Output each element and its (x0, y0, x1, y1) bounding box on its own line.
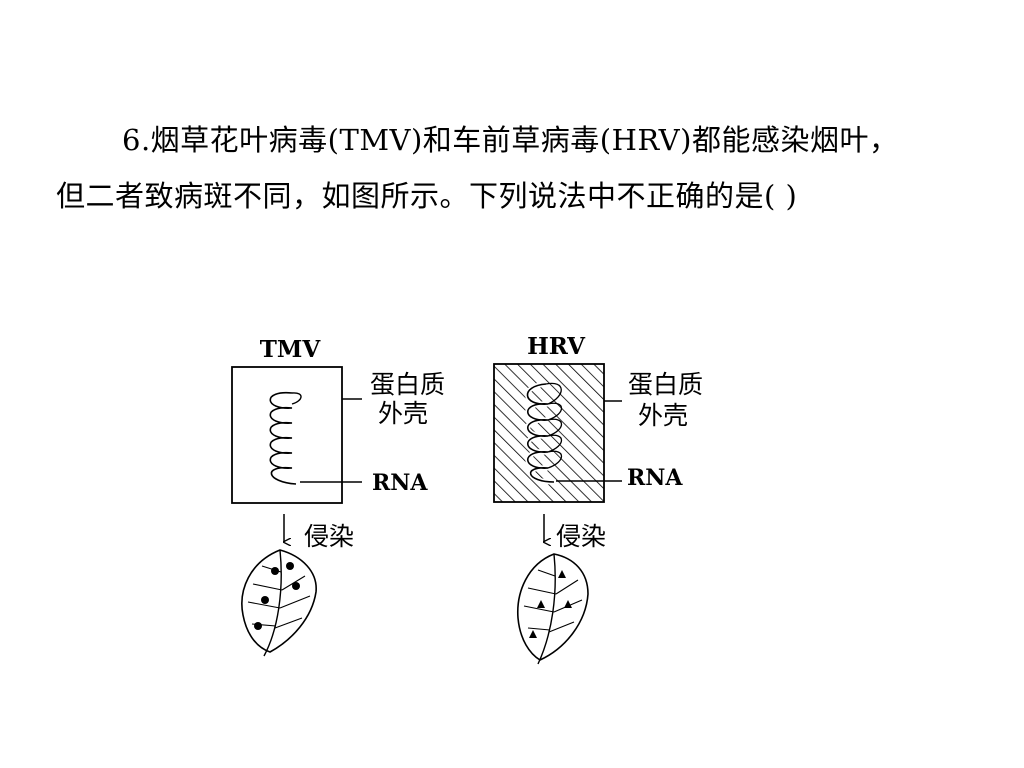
hrv-protein-label-1: 蛋白质 (628, 370, 703, 399)
tmv-lesion (254, 622, 262, 630)
hrv-rna-label: RNA (627, 465, 683, 491)
hrv-infect-label: 侵染 (556, 522, 606, 551)
hrv-title: HRV (527, 333, 586, 360)
tmv-leaf (241, 549, 317, 657)
tmv-lesion (292, 582, 300, 590)
hrv-capsule-box (493, 363, 605, 503)
tmv-infect-label: 侵染 (304, 522, 354, 551)
hrv-leaf (517, 553, 589, 665)
tmv-rna-coil (269, 391, 297, 485)
question-line-1: 6.烟草花叶病毒(TMV)和车前草病毒(HRV)都能感染烟叶， (122, 123, 899, 157)
hrv-protein-label-2: 外壳 (638, 401, 688, 430)
tmv-lesion (261, 596, 269, 604)
tmv-capsule-box (231, 366, 343, 504)
tmv-title: TMV (260, 336, 322, 363)
tmv-panel: TMV 蛋白质 外壳 RNA 侵染 (231, 336, 445, 657)
tmv-lesion (286, 562, 294, 570)
tmv-protein-label-1: 蛋白质 (370, 370, 445, 399)
hrv-panel: HRV 蛋白质 外壳 RNA 侵染 (493, 333, 703, 665)
tmv-protein-label-2: 外壳 (378, 399, 428, 428)
question-text: 6.烟草花叶病毒(TMV)和车前草病毒(HRV)都能感染烟叶， 但二者致病斑不同… (56, 112, 986, 224)
question-line-2: 但二者致病斑不同，如图所示。下列说法中不正确的是( ) (56, 179, 798, 213)
hrv-lesion (564, 600, 572, 608)
tmv-lesion (271, 567, 279, 575)
hrv-lesion (529, 630, 537, 638)
hrv-lesion (558, 570, 566, 578)
hrv-lesion (537, 600, 545, 608)
tmv-rna-label: RNA (372, 470, 428, 496)
